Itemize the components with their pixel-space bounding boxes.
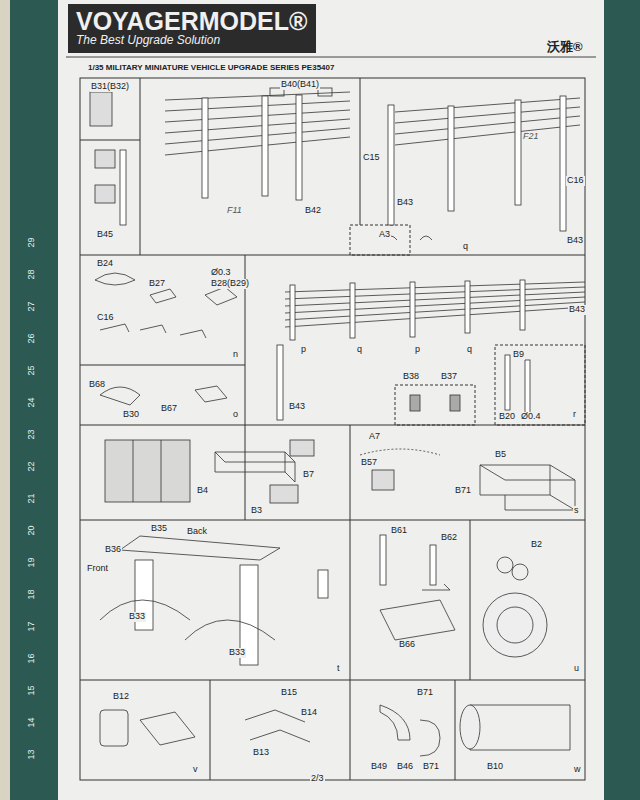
part-label: B62: [440, 533, 458, 543]
part-label: B57: [360, 458, 378, 468]
part-label: B42: [304, 206, 322, 216]
step-letter: q: [356, 345, 363, 355]
part-label: B3: [250, 506, 263, 516]
page-number: 2/3: [310, 774, 325, 784]
part-label: C16: [96, 313, 115, 323]
part-label: B46: [396, 762, 414, 772]
part-label: B13: [252, 748, 270, 758]
step-letter: p: [414, 345, 421, 355]
part-label: B71: [454, 486, 472, 496]
part-label: B24: [96, 259, 114, 269]
part-label: Ø0.3: [210, 268, 232, 278]
part-label: B14: [300, 708, 318, 718]
brand-banner: VOYAGERMODEL®The Best Upgrade Solution: [68, 4, 316, 53]
step-letter: v: [192, 765, 199, 775]
part-label: B9: [512, 350, 525, 360]
brand-name: VOYAGERMODEL®: [76, 9, 308, 34]
ruler-number: 16: [27, 653, 36, 663]
step-letter: n: [232, 350, 239, 360]
part-label: B43: [288, 402, 306, 412]
part-label: B37: [440, 372, 458, 382]
part-label: B43: [396, 198, 414, 208]
ruler-number: 13: [27, 749, 36, 759]
part-label: B5: [494, 450, 507, 460]
part-label: B31(B32): [90, 82, 130, 92]
step-letter: s: [573, 506, 580, 516]
part-label: C15: [362, 153, 381, 163]
part-label: B10: [486, 762, 504, 772]
part-label: A3: [378, 230, 391, 240]
ruler-number: 28: [27, 269, 36, 279]
part-label: A7: [368, 432, 381, 442]
part-label: B15: [280, 688, 298, 698]
ruler-number: 17: [27, 621, 36, 631]
part-label: B66: [398, 640, 416, 650]
ruler-number: 15: [27, 685, 36, 695]
step-letter: q: [466, 345, 473, 355]
part-label: B33: [228, 648, 246, 658]
part-label: B43: [566, 236, 584, 246]
part-label: B2: [530, 540, 543, 550]
step-letter: q: [462, 242, 469, 252]
ruler-number: 27: [27, 301, 36, 311]
part-label: B71: [422, 762, 440, 772]
step-letter: w: [573, 765, 582, 775]
ruler-number: 29: [27, 237, 36, 247]
step-letter: p: [300, 345, 307, 355]
part-label: B35: [150, 524, 168, 534]
part-label: B40(B41): [280, 80, 320, 90]
part-label: B28(B29): [210, 279, 250, 289]
part-label: Back: [186, 527, 208, 537]
part-label: B20: [498, 412, 516, 422]
step-letter: r: [572, 410, 577, 420]
ruler-number: 18: [27, 589, 36, 599]
ruler-number: 20: [27, 525, 36, 535]
part-label: Front: [86, 564, 109, 574]
part-label: B7: [302, 470, 315, 480]
part-label: Ø0.4: [520, 412, 542, 422]
step-letter: u: [573, 664, 580, 674]
ruler-number: 26: [27, 333, 36, 343]
step-letter: o: [232, 410, 239, 420]
part-label: B68: [88, 380, 106, 390]
part-label: B27: [148, 279, 166, 289]
part-label: B71: [416, 688, 434, 698]
part-label: B67: [160, 404, 178, 414]
brand-slogan: The Best Upgrade Solution: [76, 34, 308, 47]
part-label: B4: [196, 486, 209, 496]
part-label: B30: [122, 410, 140, 420]
ruler-number: 25: [27, 365, 36, 375]
ruler-number: 23: [27, 429, 36, 439]
part-label: B12: [112, 692, 130, 702]
ruler-number: 24: [27, 397, 36, 407]
part-label: B33: [128, 612, 146, 622]
ruler-number: 21: [27, 493, 36, 503]
part-label: C16: [566, 176, 585, 186]
sheet-title: 1/35 MILITARY MINIATURE VEHICLE UPGRADE …: [88, 63, 334, 72]
part-label: B38: [402, 372, 420, 382]
part-label: B45: [96, 230, 114, 240]
part-label: B43: [568, 305, 586, 315]
brand-chinese: 沃雅®: [546, 40, 584, 54]
ruler-number: 14: [27, 717, 36, 727]
ruler-number: 22: [27, 461, 36, 471]
part-label: B61: [390, 526, 408, 536]
part-label: F21: [522, 132, 540, 142]
part-label: F11: [226, 206, 243, 216]
ruler-number: 19: [27, 557, 36, 567]
step-letter: t: [336, 664, 341, 674]
part-label: B49: [370, 762, 388, 772]
part-label: B36: [104, 545, 122, 555]
